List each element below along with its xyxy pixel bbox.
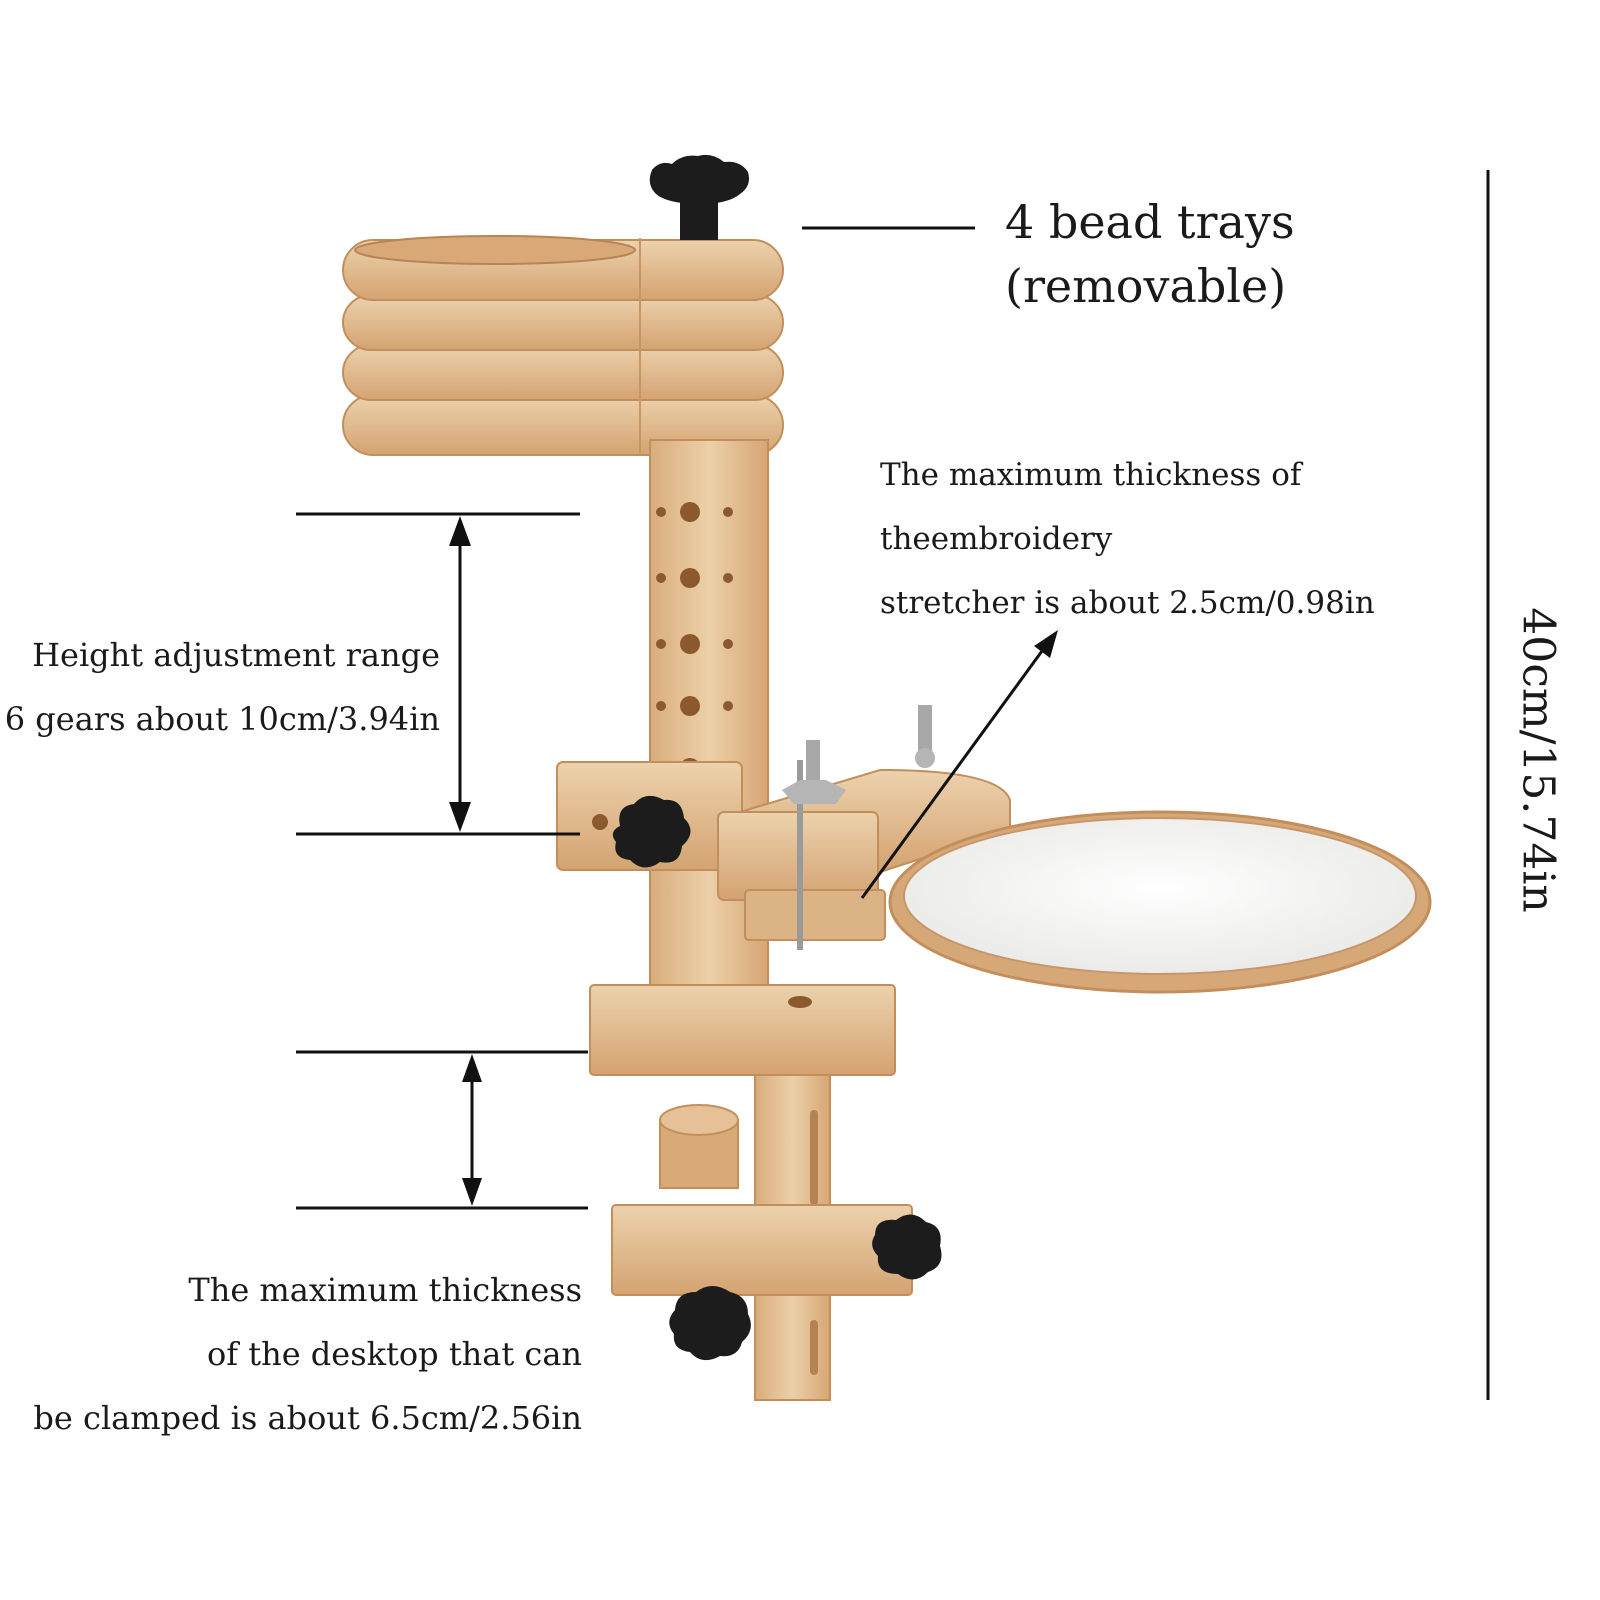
bead-tray-2: [342, 294, 784, 351]
hoop-thickness-line-3: stretcher is about 2.5cm/0.98in: [880, 585, 1375, 621]
wing-nut-right-icon: [915, 705, 935, 768]
height-range-line-1: Height adjustment range: [32, 636, 440, 674]
bead-trays-line-1: 4 bead trays: [1005, 195, 1295, 249]
desk-thickness-label: The maximum thickness of the desktop tha…: [33, 1258, 582, 1450]
bead-trays-label: 4 bead trays (removable): [1005, 190, 1295, 318]
desk-thickness-line-3: be clamped is about 6.5cm/2.56in: [33, 1399, 582, 1437]
clamp-pad: [659, 1104, 739, 1189]
height-range-line-2: 6 gears about 10cm/3.94in: [4, 700, 440, 738]
hoop-thickness-line-1: The maximum thickness of: [880, 457, 1302, 493]
annotation-lines: [296, 170, 1490, 1400]
height-range-marker: [296, 512, 580, 836]
clamp-column: [611, 1074, 942, 1401]
height-bracket: [556, 761, 743, 871]
desk-thickness-line-2: of the desktop that can: [206, 1335, 582, 1373]
hoop-thickness-label: The maximum thickness of theembroidery s…: [880, 443, 1375, 635]
desk-thickness-marker: [296, 1050, 588, 1210]
height-range-label: Height adjustment range 6 gears about 10…: [5, 623, 440, 751]
bead-tray-bowl: [354, 235, 636, 265]
bracket-knob-icon: [612, 795, 691, 868]
hoop-thickness-line-2: theembroidery: [880, 521, 1113, 557]
total-height-label: 40cm/15.74in: [1508, 590, 1568, 930]
clamp-knob-right-icon: [872, 1214, 942, 1280]
wing-nut-left-icon: [782, 740, 846, 804]
clamp-knob-bottom-icon: [669, 1286, 751, 1361]
embroidery-hoop: [888, 810, 1432, 994]
total-height-text: 40cm/15.74in: [1512, 607, 1564, 913]
hoop-clamp-arm: [717, 705, 1011, 950]
desk-thickness-line-1: The maximum thickness: [188, 1271, 582, 1309]
bead-tray-3: [342, 344, 784, 401]
hoop-thickness-arrow: [860, 630, 1058, 899]
bead-tray-stack: [342, 235, 784, 456]
bead-trays-line-2: (removable): [1005, 259, 1287, 313]
top-knob-icon: [649, 154, 749, 240]
lower-crossbar: [589, 984, 896, 1076]
